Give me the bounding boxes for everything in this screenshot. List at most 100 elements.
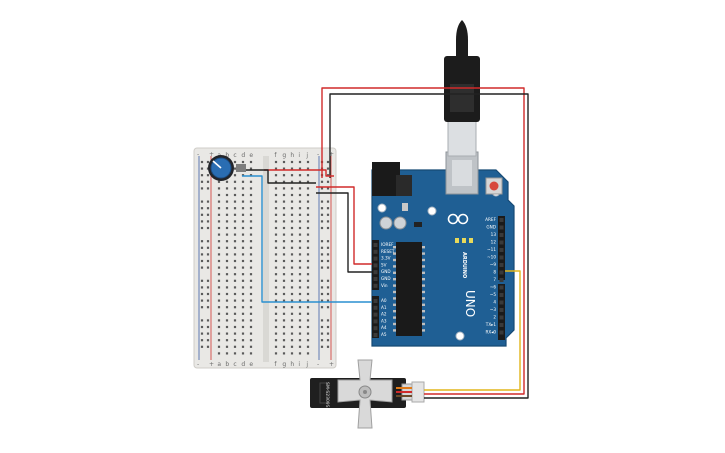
breadboard-rail-hole[interactable] <box>326 299 330 302</box>
breadboard-hole[interactable] <box>306 286 310 289</box>
breadboard-hole[interactable] <box>282 345 286 348</box>
breadboard-hole[interactable] <box>249 299 253 302</box>
header-pin[interactable] <box>499 315 504 320</box>
breadboard-hole[interactable] <box>274 233 278 236</box>
breadboard-hole[interactable] <box>306 325 310 329</box>
breadboard-hole[interactable] <box>274 240 278 243</box>
header-pin[interactable] <box>499 300 504 305</box>
breadboard-rail-hole[interactable] <box>326 160 330 164</box>
breadboard-hole[interactable] <box>282 253 286 256</box>
breadboard-hole[interactable] <box>290 299 294 302</box>
breadboard-hole[interactable] <box>298 233 302 236</box>
breadboard-rail-hole[interactable] <box>320 339 324 342</box>
breadboard-hole[interactable] <box>306 253 310 256</box>
breadboard-hole[interactable] <box>233 286 237 289</box>
breadboard-hole[interactable] <box>290 345 294 348</box>
header-pin[interactable] <box>373 326 378 331</box>
breadboard-rail-hole[interactable] <box>206 246 210 249</box>
potentiometer[interactable] <box>208 155 246 181</box>
header-pin[interactable] <box>499 255 504 260</box>
breadboard-rail-hole[interactable] <box>200 220 204 223</box>
breadboard-hole[interactable] <box>225 306 229 309</box>
breadboard-hole[interactable] <box>306 306 310 309</box>
breadboard-hole[interactable] <box>225 299 229 302</box>
breadboard-hole[interactable] <box>306 233 310 236</box>
breadboard-hole[interactable] <box>249 200 253 203</box>
breadboard-hole[interactable] <box>249 312 253 315</box>
breadboard-rail-hole[interactable] <box>320 299 324 302</box>
breadboard-hole[interactable] <box>217 226 221 230</box>
breadboard-hole[interactable] <box>274 299 278 302</box>
breadboard-hole[interactable] <box>274 352 278 355</box>
breadboard-hole[interactable] <box>225 332 229 335</box>
breadboard-rail-hole[interactable] <box>326 240 330 243</box>
breadboard-hole[interactable] <box>282 286 286 289</box>
breadboard-hole[interactable] <box>282 352 286 355</box>
breadboard-hole[interactable] <box>298 286 302 289</box>
breadboard-hole[interactable] <box>225 193 229 197</box>
breadboard-hole[interactable] <box>298 345 302 348</box>
breadboard-hole[interactable] <box>282 233 286 236</box>
breadboard-hole[interactable] <box>298 292 302 296</box>
header-pin[interactable] <box>373 283 378 288</box>
breadboard-rail-hole[interactable] <box>320 292 324 296</box>
breadboard-hole[interactable] <box>290 352 294 355</box>
breadboard-hole[interactable] <box>274 200 278 203</box>
breadboard-hole[interactable] <box>225 259 229 263</box>
breadboard-hole[interactable] <box>241 253 245 256</box>
breadboard-rail-hole[interactable] <box>326 332 330 335</box>
breadboard-hole[interactable] <box>274 292 278 296</box>
breadboard-hole[interactable] <box>298 207 302 210</box>
breadboard-rail-hole[interactable] <box>326 200 330 203</box>
breadboard-hole[interactable] <box>225 233 229 236</box>
breadboard-hole[interactable] <box>217 299 221 302</box>
header-pin[interactable] <box>373 312 378 317</box>
breadboard-rail-hole[interactable] <box>206 259 210 263</box>
breadboard-hole[interactable] <box>249 174 253 177</box>
breadboard-hole[interactable] <box>241 292 245 296</box>
breadboard-rail-hole[interactable] <box>206 200 210 203</box>
header-pin[interactable] <box>373 305 378 310</box>
breadboard-rail-hole[interactable] <box>206 286 210 289</box>
breadboard-hole[interactable] <box>274 259 278 263</box>
breadboard-hole[interactable] <box>233 332 237 335</box>
breadboard-hole[interactable] <box>217 332 221 335</box>
breadboard-hole[interactable] <box>241 174 245 177</box>
breadboard-rail-hole[interactable] <box>206 319 210 322</box>
breadboard-hole[interactable] <box>249 246 253 249</box>
breadboard-hole[interactable] <box>306 246 310 249</box>
breadboard-hole[interactable] <box>249 292 253 296</box>
breadboard-hole[interactable] <box>225 319 229 322</box>
breadboard-hole[interactable] <box>306 266 310 269</box>
breadboard-rail-hole[interactable] <box>200 253 204 256</box>
breadboard-hole[interactable] <box>298 319 302 322</box>
breadboard-hole[interactable] <box>249 273 253 276</box>
breadboard-hole[interactable] <box>274 279 278 282</box>
breadboard-hole[interactable] <box>225 292 229 296</box>
breadboard-hole[interactable] <box>298 352 302 355</box>
breadboard-rail-hole[interactable] <box>206 207 210 210</box>
breadboard-hole[interactable] <box>306 160 310 164</box>
header-pin[interactable] <box>373 333 378 337</box>
breadboard-rail-hole[interactable] <box>206 160 210 164</box>
breadboard-hole[interactable] <box>282 299 286 302</box>
breadboard-hole[interactable] <box>241 233 245 236</box>
breadboard-hole[interactable] <box>217 187 221 190</box>
breadboard-hole[interactable] <box>282 325 286 329</box>
breadboard-hole[interactable] <box>274 319 278 322</box>
breadboard-hole[interactable] <box>241 325 245 329</box>
breadboard-hole[interactable] <box>225 325 229 329</box>
breadboard-rail-hole[interactable] <box>320 220 324 223</box>
breadboard-hole[interactable] <box>306 292 310 296</box>
breadboard-hole[interactable] <box>306 167 310 170</box>
breadboard-hole[interactable] <box>225 226 229 230</box>
breadboard-rail-hole[interactable] <box>206 325 210 329</box>
header-pin[interactable] <box>499 323 504 327</box>
breadboard-hole[interactable] <box>233 220 237 223</box>
breadboard-hole[interactable] <box>282 193 286 197</box>
breadboard-rail-hole[interactable] <box>326 325 330 329</box>
breadboard-hole[interactable] <box>241 266 245 269</box>
header-pin[interactable] <box>499 233 504 237</box>
breadboard-rail-hole[interactable] <box>200 246 204 249</box>
